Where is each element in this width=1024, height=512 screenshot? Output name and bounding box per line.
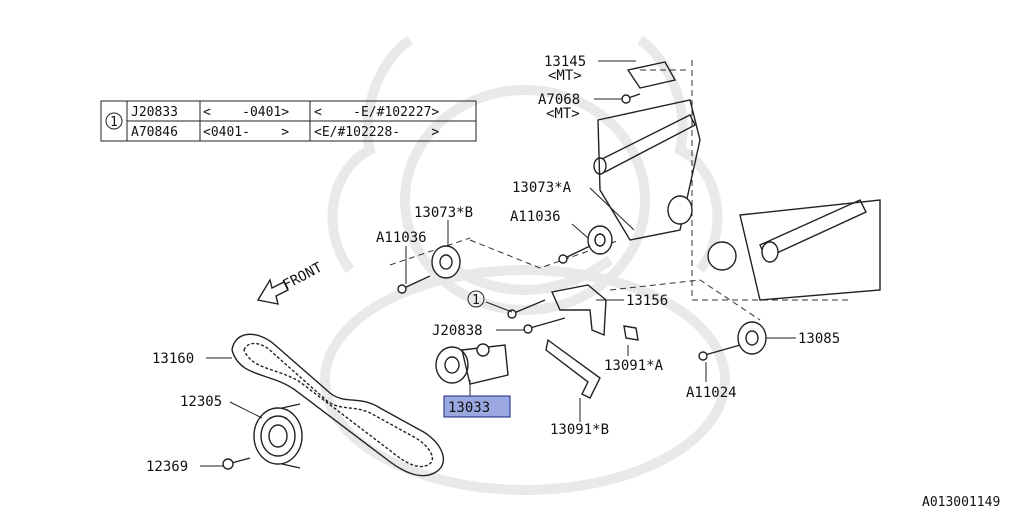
callout-mt-2: <MT> bbox=[546, 106, 580, 122]
callout-labels: 13145 <MT> A7068 <MT> 13073*A A11036 130… bbox=[146, 54, 840, 475]
callout-marker-1: 1 bbox=[472, 293, 480, 308]
figure-id: A013001149 bbox=[922, 495, 1000, 510]
callout-a11036-right: A11036 bbox=[510, 209, 561, 225]
bolts bbox=[222, 93, 741, 470]
callout-13085: 13085 bbox=[798, 331, 840, 347]
camshaft-upper bbox=[593, 61, 701, 241]
callout-13073a: 13073*A bbox=[512, 180, 572, 196]
callout-13091a: 13091*A bbox=[604, 358, 664, 374]
idler-pulley-13085 bbox=[737, 321, 767, 355]
callout-13091b: 13091*B bbox=[550, 422, 609, 438]
table-date-2: <0401- > bbox=[203, 125, 289, 140]
callout-12305: 12305 bbox=[180, 394, 222, 410]
callout-13145: 13145 bbox=[544, 54, 586, 70]
table-range-2: <E/#102228- > bbox=[314, 125, 439, 140]
crank-pulley bbox=[253, 403, 303, 469]
tensioner-assembly bbox=[435, 343, 509, 385]
callout-12369: 12369 bbox=[146, 459, 188, 475]
highlight-13033 bbox=[443, 395, 511, 418]
applicability-table: 1 J20833 < -0401> < -E/#102227> A70846 <… bbox=[100, 100, 477, 142]
cam-pulley-upper bbox=[667, 195, 737, 271]
callout-mt-1: <MT> bbox=[548, 68, 582, 84]
callout-13156: 13156 bbox=[626, 293, 668, 309]
watermark-emblem bbox=[320, 35, 730, 495]
table-range-1: < -E/#102227> bbox=[314, 105, 439, 120]
table-date-1: < -0401> bbox=[203, 105, 289, 120]
leader-lines bbox=[200, 60, 796, 467]
callout-a11024: A11024 bbox=[686, 385, 737, 401]
idler-pulley-13073B bbox=[431, 245, 461, 279]
front-arrow-icon: FRONT bbox=[256, 259, 326, 305]
callout-13073b: 13073*B bbox=[414, 205, 473, 221]
idler-pulley-13073A bbox=[587, 225, 613, 255]
belt-cover-13091A bbox=[623, 325, 639, 341]
table-part-2: A70846 bbox=[131, 125, 178, 140]
tensioner-bracket bbox=[551, 284, 607, 337]
timing-belt bbox=[231, 333, 445, 477]
camshaft-right bbox=[739, 199, 881, 301]
callout-j20838: J20838 bbox=[432, 323, 483, 339]
callout-a11036-left: A11036 bbox=[376, 230, 427, 246]
front-label: FRONT bbox=[280, 259, 325, 293]
table-marker: 1 bbox=[110, 115, 118, 130]
table-part-1: J20833 bbox=[131, 105, 178, 120]
callout-a7068: A7068 bbox=[538, 92, 580, 108]
belt-cover-13091B bbox=[545, 338, 601, 399]
callout-13160: 13160 bbox=[152, 351, 194, 367]
marker-circle bbox=[467, 290, 485, 308]
callout-13033: 13033 bbox=[448, 400, 490, 416]
